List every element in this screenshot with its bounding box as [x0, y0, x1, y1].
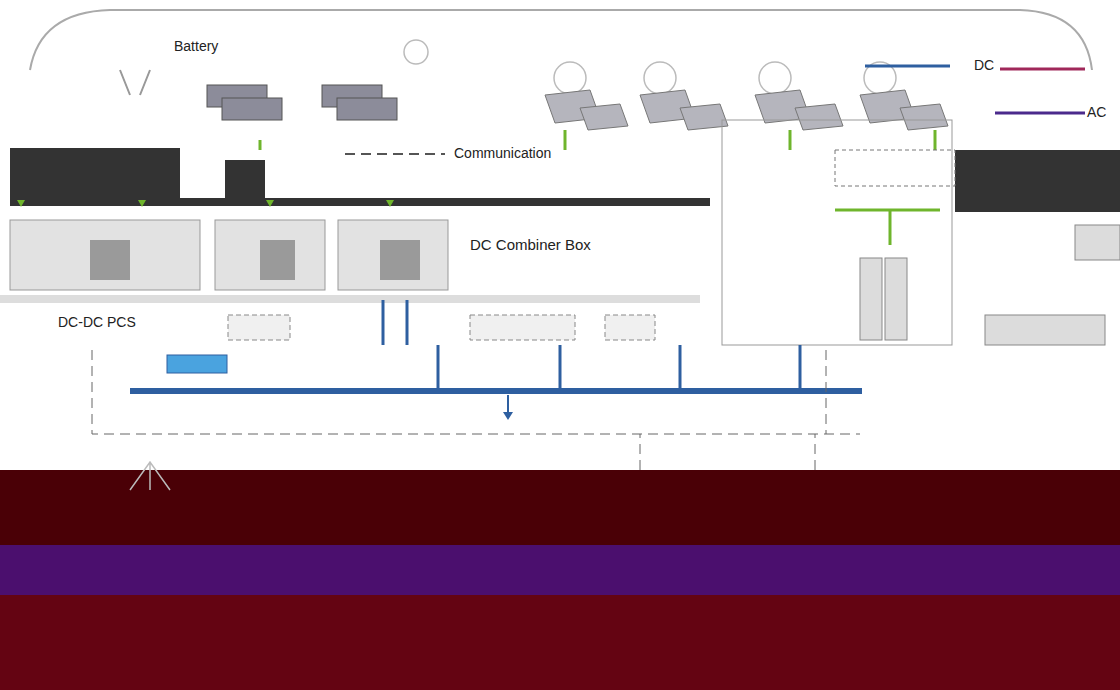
part-label: DC Combiner Box [468, 236, 593, 254]
legend-text: AC [1085, 104, 1108, 121]
legend-text: DC [972, 57, 996, 74]
part-label: DC-DC PCS [56, 314, 138, 331]
legend-text: Communication [452, 145, 553, 162]
part-label: Battery [172, 38, 220, 55]
